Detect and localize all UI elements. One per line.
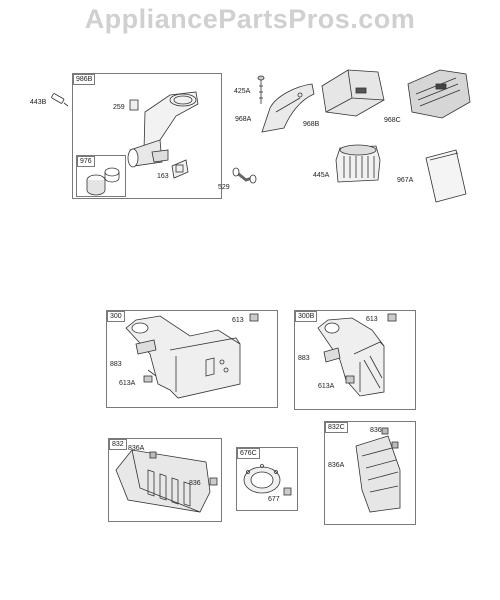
part-832-cover [115, 449, 218, 513]
part-163-gasket [171, 159, 189, 179]
part-968B-cover [321, 69, 385, 117]
part-label-883-300B: 883 [298, 355, 310, 362]
group-box-832C [324, 421, 416, 525]
group-box-300 [106, 310, 278, 408]
part-445A-filter [335, 144, 381, 183]
part-label-836A-832: 836A [128, 445, 145, 452]
part-832C-cover [355, 427, 401, 513]
part-986B-air-horn [127, 91, 199, 168]
group-box-676C [236, 447, 298, 511]
group-box-300B [294, 310, 416, 410]
group-label-300B: 300B [295, 311, 318, 322]
part-968A-cover [261, 83, 315, 133]
part-label-613A-300: 613A [119, 380, 136, 387]
part-976-filter [86, 167, 120, 196]
group-label-832C: 832C [325, 422, 348, 433]
part-label-836A-832C: 836A [328, 462, 345, 469]
part-label-836-832C: 836 [370, 427, 382, 434]
part-label-677: 677 [268, 496, 280, 503]
part-label-613A-300B: 613A [318, 383, 335, 390]
part-967A-foam [425, 149, 467, 203]
part-label-836-832: 836 [189, 480, 201, 487]
group-box-986B [72, 73, 222, 199]
part-label-968C: 968C [384, 117, 401, 124]
part-529-tube [232, 167, 257, 184]
part-label-967A: 967A [397, 177, 414, 184]
group-label-832: 832 [109, 439, 127, 450]
part-label-163: 163 [157, 173, 169, 180]
group-label-676C: 676C [237, 448, 260, 459]
part-label-425A: 425A [234, 88, 251, 95]
part-label-443B: 443B [30, 99, 47, 106]
part-label-259: 259 [113, 104, 125, 111]
part-259-bracket [129, 99, 139, 111]
part-300-base [125, 313, 259, 399]
part-label-613-300: 613 [232, 317, 244, 324]
part-label-883-300: 883 [110, 361, 122, 368]
group-label-976: 976 [77, 156, 95, 167]
part-300B-base [317, 313, 397, 397]
group-box-976 [76, 155, 126, 197]
group-label-300: 300 [107, 311, 125, 322]
part-label-968B: 968B [303, 121, 320, 128]
part-label-529: 529 [218, 184, 230, 191]
group-box-832 [108, 438, 222, 522]
part-label-968A: 968A [235, 116, 252, 123]
part-676C-gasket [243, 464, 292, 496]
part-label-613-300B: 613 [366, 316, 378, 323]
part-label-445A: 445A [313, 172, 330, 179]
part-425A-bolt [257, 75, 265, 104]
part-443B-screw [51, 93, 69, 107]
group-label-986B: 986B [73, 74, 96, 85]
part-968C-cover [407, 69, 471, 119]
site-watermark: AppliancePartsPros.com [84, 4, 416, 34]
